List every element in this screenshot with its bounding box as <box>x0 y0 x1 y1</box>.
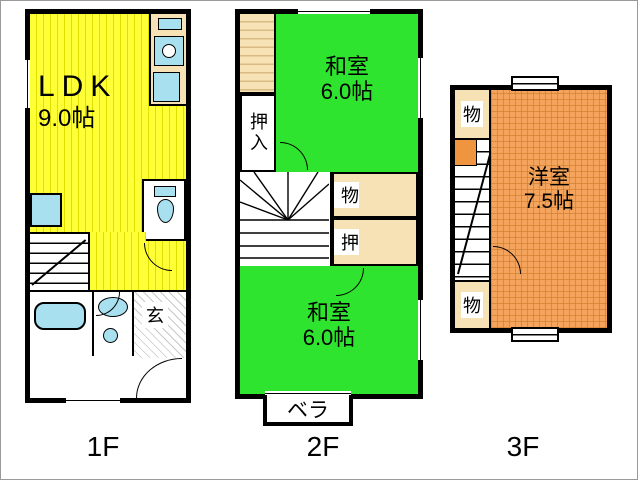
storage-3f-bottom: 物 <box>455 280 491 328</box>
toilet-tank-icon <box>154 186 176 197</box>
storage-2f-label: 物 <box>334 182 359 208</box>
hallway <box>90 232 146 290</box>
washitsu-bottom-size: 6.0帖 <box>302 325 356 351</box>
window-icon <box>511 327 559 342</box>
stairs-2f <box>239 171 332 268</box>
window-icon <box>418 300 423 360</box>
window-icon <box>418 58 423 118</box>
washitsu-top-name: 和室 <box>324 54 369 79</box>
bathroom <box>30 290 94 356</box>
floor-label-1f: 1F <box>86 431 120 462</box>
room-washitsu-bottom: 和室 6.0帖 <box>240 266 418 394</box>
youshitsu-name: 洋室 <box>528 166 570 189</box>
closet-oshiire-label: 押入 <box>248 112 268 154</box>
entrance-area: 玄 <box>134 290 186 358</box>
veranda: ベラ <box>263 395 353 426</box>
room-youshitsu: 洋室 7.5帖 <box>491 90 607 328</box>
toilet-bowl-icon <box>157 199 174 223</box>
floor-1f-outline: LDK 9.0帖 玄 <box>25 9 191 403</box>
washitsu-bottom-name: 和室 <box>306 300 351 325</box>
washitsu-top-size: 6.0帖 <box>320 79 374 105</box>
ldk-room-label: LDK 9.0帖 <box>34 70 156 132</box>
storage-2f: 物 <box>332 172 418 218</box>
closet-2f: 押 <box>332 218 418 266</box>
closet-shelf-strip <box>240 14 276 94</box>
window-icon <box>66 398 120 403</box>
closet-2f-label: 押 <box>334 229 359 255</box>
youshitsu-size: 7.5帖 <box>523 190 575 214</box>
floor-2f-outline: 押入 和室 6.0帖 <box>235 9 423 426</box>
storage-3f-top: 物 <box>455 90 491 140</box>
floor-label-3f: 3F <box>506 431 540 462</box>
floor-label-2f: 2F <box>306 431 340 462</box>
toilet-room <box>142 179 186 241</box>
veranda-label: ベラ <box>287 398 329 422</box>
stove-icon <box>153 72 180 102</box>
window-icon <box>298 9 370 14</box>
stairs-landing <box>455 140 477 166</box>
washitsu-top-label: 和室 6.0帖 <box>276 54 418 105</box>
washitsu-bottom-label: 和室 6.0帖 <box>240 300 418 351</box>
kitchen-shelf-icon <box>158 18 182 30</box>
storage-3f-bottom-label: 物 <box>461 292 483 318</box>
stool-icon <box>103 328 118 343</box>
kitchen-sink-icon <box>154 36 184 66</box>
window-icon <box>511 76 559 91</box>
entrance-label: 玄 <box>142 302 168 328</box>
floor-3f-outline: 物 物 洋室 7.5帖 <box>450 76 612 342</box>
front-door-arc-icon <box>136 358 182 398</box>
stairs-1f <box>30 232 90 290</box>
storage-3f-top-label: 物 <box>461 101 483 127</box>
ldk-size: 9.0帖 <box>38 104 96 132</box>
youshitsu-label: 洋室 7.5帖 <box>491 166 607 214</box>
ldk-name: LDK <box>38 70 118 103</box>
appliance-icon <box>30 193 62 227</box>
stairs-2f-icon <box>239 171 330 259</box>
stairs-direction-line <box>31 239 87 286</box>
bathtub-icon <box>34 302 86 330</box>
veranda-window-icon <box>265 391 351 397</box>
closet-oshiire: 押入 <box>240 94 276 172</box>
sink-basin-icon <box>162 44 176 58</box>
window-icon <box>25 60 30 108</box>
room-washitsu-top: 和室 6.0帖 <box>276 14 418 172</box>
